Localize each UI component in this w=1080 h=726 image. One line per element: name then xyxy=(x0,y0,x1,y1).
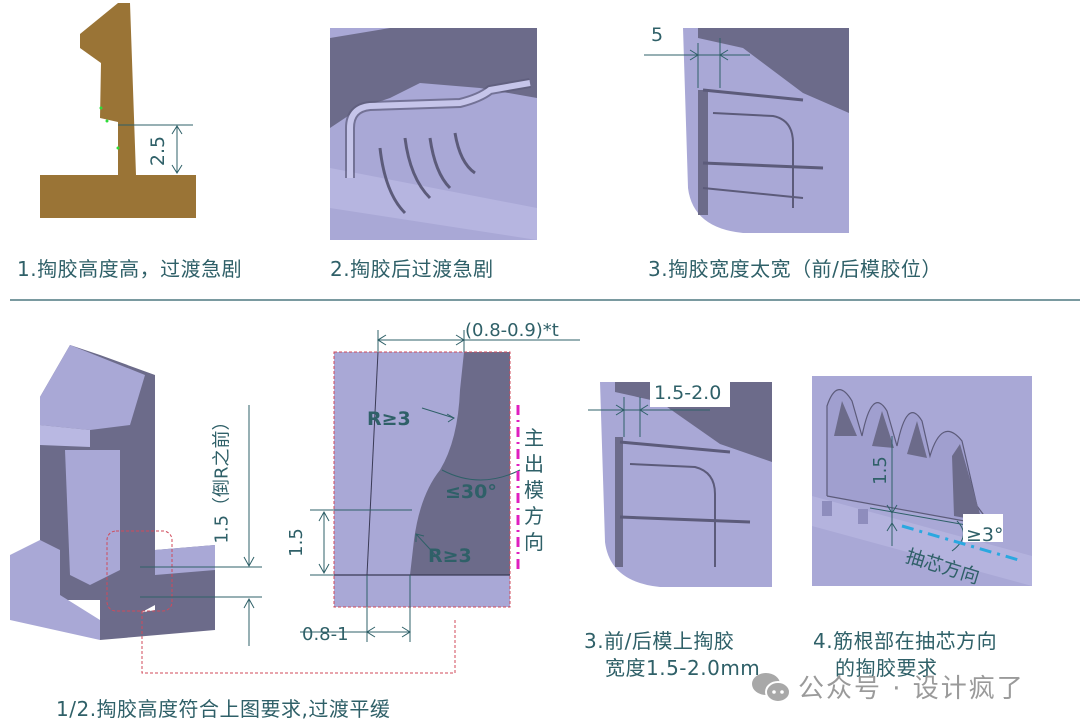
section-view-high-cut xyxy=(40,3,196,218)
caption-panel-ab: 1/2.掏胶高度符合上图要求,过渡平缓 xyxy=(56,697,391,721)
brown-part-section xyxy=(40,3,196,218)
direction-char: 出 xyxy=(524,452,544,476)
render-wide-cut xyxy=(683,28,849,233)
main-draft-direction-label: 主 出 模 方 向 xyxy=(524,425,548,555)
caption-panel-1: 1.掏胶高度高，过渡急剧 xyxy=(17,257,243,281)
hook-part-3d xyxy=(10,345,456,674)
section-divider xyxy=(10,299,1080,301)
dimension-5: 5 xyxy=(651,24,664,46)
direction-char: 主 xyxy=(524,426,544,450)
radius-lower: R≥3 xyxy=(428,545,472,567)
direction-char: 方 xyxy=(524,504,544,528)
render-correct-width xyxy=(588,382,772,587)
dimension-1-5: 1.5 xyxy=(285,528,307,557)
dimension-thickness-ratio: (0.8-0.9)*t xyxy=(465,320,559,341)
render-sharp-transition xyxy=(330,28,537,240)
angle-max-30: ≤30° xyxy=(445,481,497,503)
dimension-2-5: 2.5 xyxy=(147,135,170,167)
angle-min-3: ≥3° xyxy=(966,524,1004,546)
direction-char: 模 xyxy=(524,478,544,502)
direction-char: 向 xyxy=(524,530,544,554)
caption-panel-3: 3.掏胶宽度太宽（前/后模胶位） xyxy=(648,257,942,281)
wechat-icon xyxy=(752,673,791,703)
caption-panel-d-line2: 的掏胶要求 xyxy=(835,656,938,680)
dimension-rib-1-5: 1.5 xyxy=(869,456,891,485)
render-rib-root xyxy=(812,376,1032,586)
watermark-text: 公众号 · 设计疯了 xyxy=(798,674,1025,704)
dimension-arrows-5 xyxy=(644,38,750,88)
dimension-1-5-2-0: 1.5-2.0 xyxy=(654,382,722,404)
radius-upper: R≥3 xyxy=(367,408,411,430)
caption-panel-2: 2.掏胶后过渡急剧 xyxy=(330,257,494,281)
dimension-0-8-1: 0.8-1 xyxy=(302,624,349,645)
dimension-1-5-before-r: 1.5（倒R之前） xyxy=(211,412,233,544)
section-detail xyxy=(300,330,580,642)
caption-panel-c-line2: 宽度1.5-2.0mm xyxy=(605,656,761,680)
caption-panel-c-line1: 3.前/后模上掏胶 xyxy=(584,629,735,653)
caption-panel-d-line1: 4.筋根部在抽芯方向 xyxy=(813,629,998,653)
